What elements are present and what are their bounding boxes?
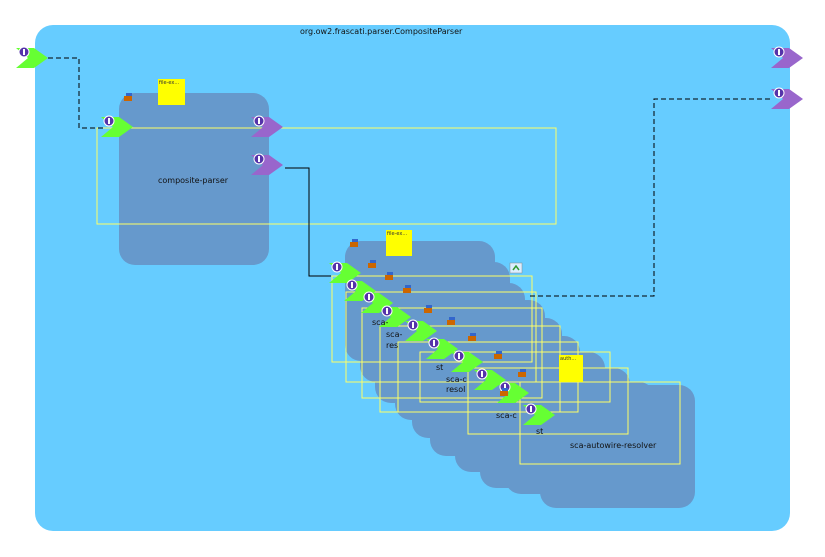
- binding-icon: [468, 333, 476, 341]
- stack-outline-6: [467, 367, 629, 435]
- stack-service-port-0[interactable]: [329, 261, 361, 283]
- stack-service-port-7[interactable]: [474, 368, 506, 390]
- reference-port-parser-1[interactable]: [251, 115, 283, 137]
- binding-icon: [518, 369, 526, 377]
- composite-title: org.ow2.frascati.parser.CompositeParser: [300, 27, 463, 36]
- reference-port-out-2[interactable]: [771, 87, 803, 109]
- binding-icon: [385, 272, 393, 280]
- binding-icon: [424, 305, 432, 313]
- binding-icon: [494, 351, 502, 359]
- binding-icon: [403, 285, 411, 293]
- collapse-icon[interactable]: [509, 262, 523, 274]
- note-auth[interactable]: auth...: [559, 355, 583, 382]
- reference-port-parser-2[interactable]: [251, 153, 283, 175]
- wire-resolver-to-out: [530, 98, 772, 297]
- stack-label-5: resol: [446, 385, 466, 394]
- service-port-parser[interactable]: [101, 115, 133, 137]
- autowire-resolver-label: sca-autowire-resolver: [570, 441, 657, 450]
- reference-port-out-1[interactable]: [771, 46, 803, 68]
- stack-service-port-6[interactable]: [451, 350, 483, 372]
- binding-icon: [368, 260, 376, 268]
- stack-service-port-5[interactable]: [426, 337, 458, 359]
- stack-service-port-9[interactable]: [523, 403, 555, 425]
- note-file-ex-2[interactable]: file-ex...: [386, 230, 412, 256]
- stack-service-port-4[interactable]: [405, 319, 437, 341]
- stack-label-0: sca-: [386, 330, 403, 339]
- stack-outline-1: [345, 291, 537, 383]
- resolver-component-9[interactable]: [540, 385, 695, 508]
- binding-icon: [350, 239, 358, 247]
- note-file-ex-1[interactable]: file-ex...: [158, 79, 185, 105]
- stack-label-2: sca-: [372, 318, 389, 327]
- stack-label-3: st: [436, 363, 444, 372]
- binding-icon: [124, 93, 132, 101]
- stack-label-4: sca-c: [446, 375, 467, 384]
- composite-parser-label: composite-parser: [158, 176, 229, 185]
- stack-outline-2: [361, 307, 543, 399]
- stack-label-6: sca-c: [496, 411, 517, 420]
- stack-service-port-3[interactable]: [379, 305, 411, 327]
- stack-label-1: res: [386, 341, 399, 350]
- composite-parser-component[interactable]: [119, 93, 269, 265]
- wire-parser-to-resolver: [285, 167, 331, 277]
- binding-icon: [500, 388, 508, 396]
- selection-outline: [96, 127, 557, 225]
- binding-icon: [447, 317, 455, 325]
- wire-in-to-parser: [48, 57, 104, 129]
- stack-label-7: st: [536, 427, 544, 436]
- stack-outline-7: [519, 381, 681, 465]
- service-port-in[interactable]: [16, 46, 48, 68]
- ports-layer: [16, 46, 803, 425]
- stack-outline-0: [331, 275, 533, 363]
